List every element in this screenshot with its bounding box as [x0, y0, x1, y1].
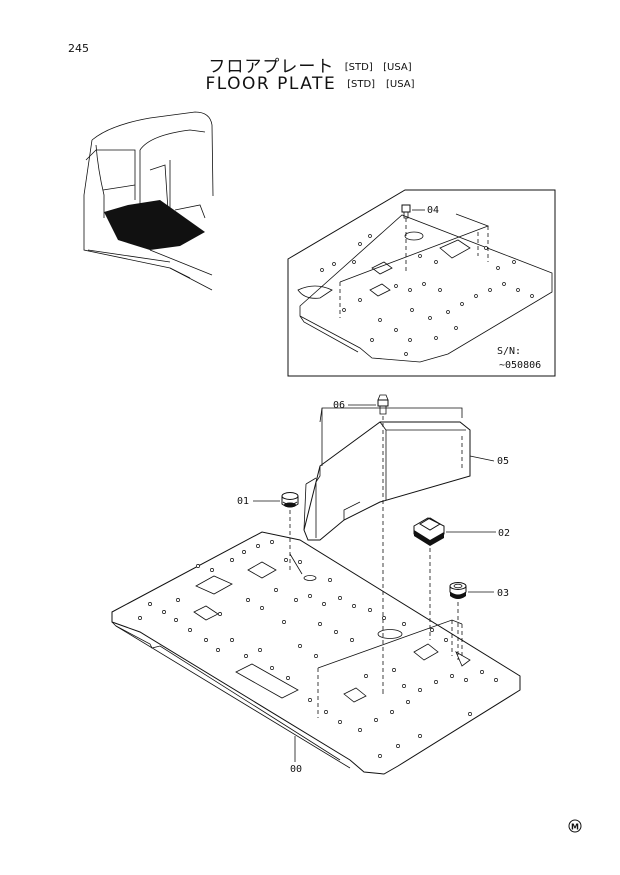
footer-mark-letter: M	[571, 823, 579, 832]
bolt-06	[377, 399, 389, 407]
label-03: 03	[497, 588, 509, 599]
plate-slot	[235, 663, 299, 699]
title-tag-std-en: [STD]	[347, 79, 376, 90]
inset-holes	[320, 234, 534, 356]
grommet-02	[413, 517, 496, 640]
inset-earlier-serial: 04 S/N: ~050806	[287, 189, 556, 377]
page-number: 245	[68, 42, 89, 55]
serial-range: ~050806	[499, 360, 541, 371]
cab-location-thumbnail	[83, 111, 214, 291]
title-english: FLOOR PLATE [STD] [USA]	[0, 74, 620, 94]
cover-05	[303, 421, 471, 541]
title-tag-std: [STD]	[344, 62, 373, 73]
title-tag-usa: [USA]	[383, 62, 412, 73]
label-05: 05	[497, 456, 509, 467]
footer-mark: M	[568, 819, 582, 833]
label-06: 06	[333, 400, 345, 411]
inset-label-04: 04	[427, 205, 439, 216]
floor-plate-highlight	[104, 200, 205, 250]
title-english-text: FLOOR PLATE	[205, 74, 337, 94]
serial-label: S/N:	[497, 346, 521, 357]
title-tag-usa-en: [USA]	[385, 79, 415, 90]
plate-cutout	[195, 575, 233, 595]
title-japanese-text: フロアプレート	[208, 57, 335, 77]
main-exploded-view	[111, 394, 521, 775]
plate-holes	[138, 540, 498, 758]
label-01: 01	[237, 496, 249, 507]
title-japanese: フロアプレート [STD] [USA]	[0, 52, 620, 77]
inset-bolt-04	[401, 204, 411, 213]
floor-plate-00	[111, 531, 521, 775]
grommet-03	[449, 582, 494, 660]
inset-frame	[287, 189, 556, 377]
plug-01	[253, 492, 299, 572]
inset-floor-plate	[299, 214, 553, 363]
label-02: 02	[498, 528, 510, 539]
label-00: 00	[290, 764, 302, 775]
